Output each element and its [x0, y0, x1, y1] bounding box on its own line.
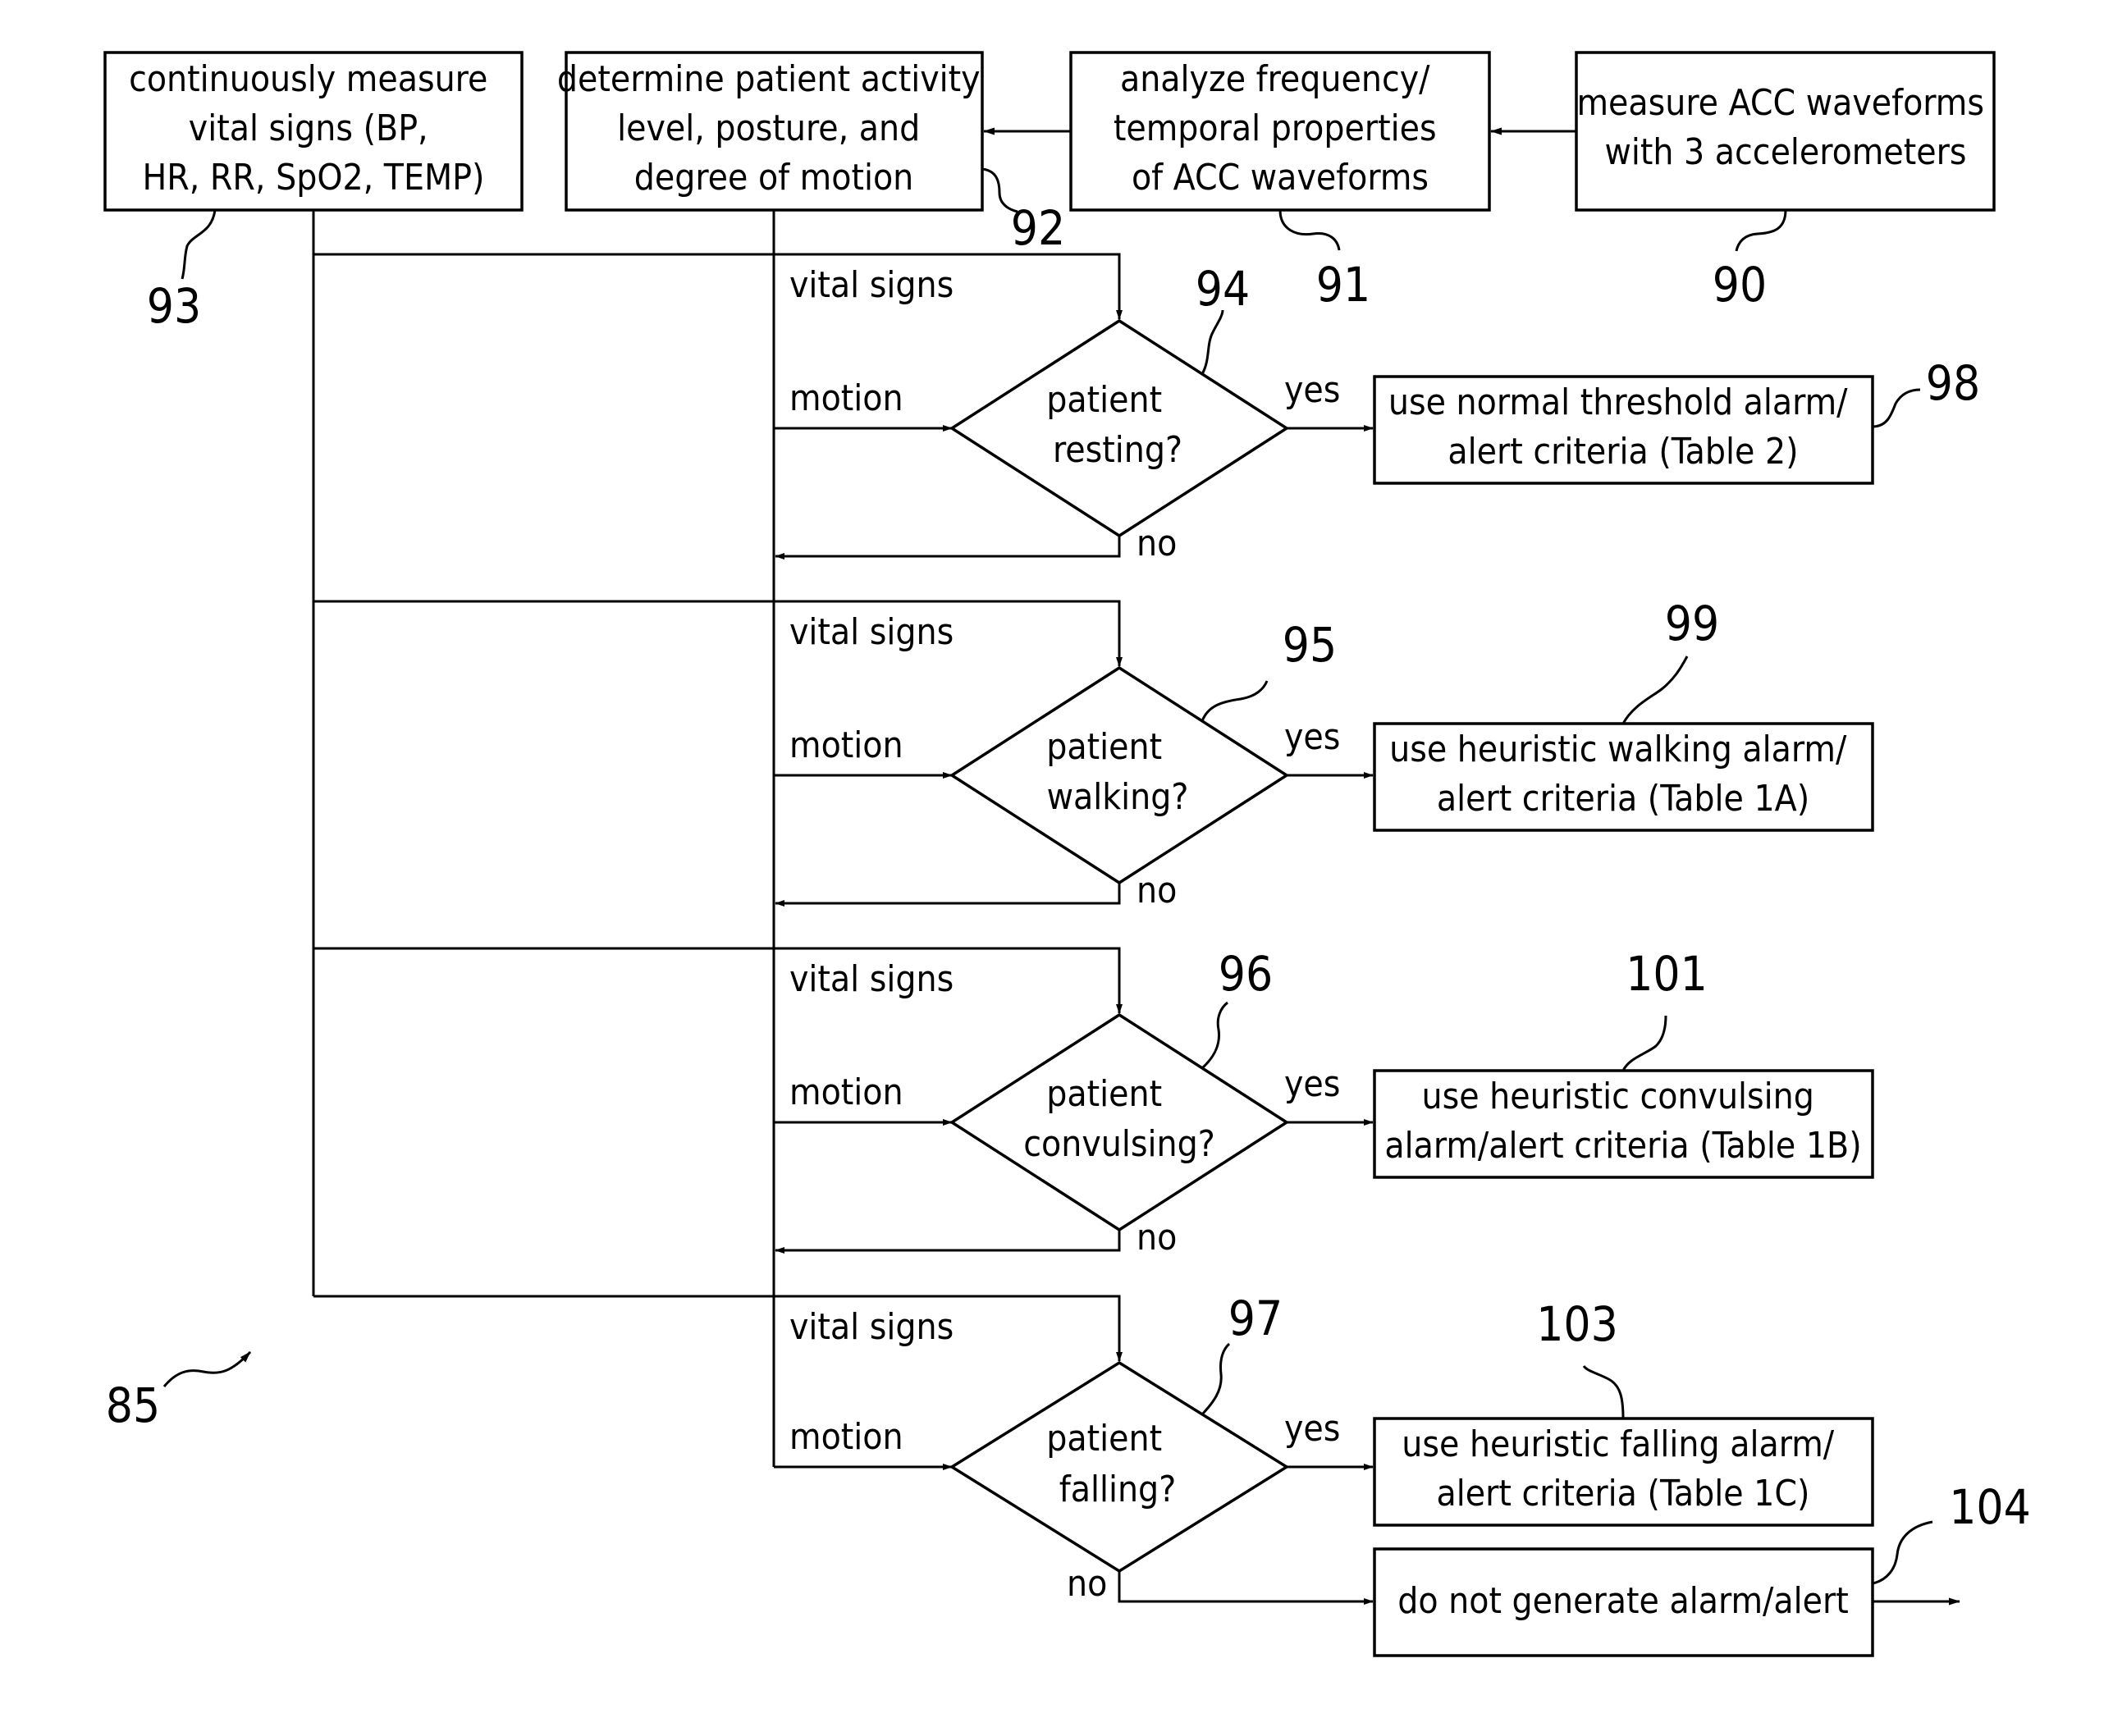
- no-return-95: [775, 883, 1119, 903]
- ref-99: 99: [1665, 596, 1719, 651]
- box-90-line-1: measure ACC waveforms: [1576, 82, 1984, 124]
- yes-label-2: yes: [1284, 716, 1340, 758]
- leader-94: [1202, 310, 1223, 374]
- ref-91: 91: [1316, 257, 1370, 313]
- ref-92: 92: [1011, 200, 1065, 256]
- vital-branch-95: [313, 601, 1119, 666]
- decision-97-line-1: patient: [1046, 1418, 1162, 1460]
- yes-label-4: yes: [1284, 1408, 1340, 1450]
- box-103-line-2: alert criteria (Table 1C): [1437, 1473, 1810, 1514]
- vital-signs-label-4: vital signs: [789, 1306, 954, 1348]
- vital-branch-97: [313, 1296, 1119, 1361]
- box-91-line-3: of ACC waveforms: [1132, 157, 1429, 199]
- no-label-4: no: [1067, 1563, 1107, 1605]
- leader-99: [1623, 656, 1687, 724]
- no-return-96: [775, 1230, 1119, 1250]
- vital-signs-label-3: vital signs: [789, 958, 954, 1000]
- decision-97-diamond: [952, 1363, 1287, 1571]
- ref-94: 94: [1196, 261, 1250, 317]
- box-92-line-1: determine patient activity: [557, 58, 981, 100]
- motion-label-3: motion: [789, 1071, 903, 1113]
- no-label-1: no: [1137, 523, 1177, 564]
- motion-label-4: motion: [789, 1416, 903, 1458]
- motion-label-2: motion: [789, 724, 903, 766]
- box-90-line-2: with 3 accelerometers: [1604, 131, 1966, 173]
- decision-96-line-2: convulsing?: [1023, 1123, 1214, 1165]
- leader-96: [1202, 1003, 1228, 1068]
- box-98-line-1: use normal threshold alarm/: [1388, 381, 1848, 423]
- decision-96-diamond: [952, 1015, 1287, 1230]
- box-101-line-1: use heuristic convulsing: [1422, 1076, 1814, 1117]
- ref-96: 96: [1219, 946, 1273, 1002]
- ref-104: 104: [1949, 1479, 2031, 1535]
- box-92-line-3: degree of motion: [634, 157, 914, 199]
- motion-label-1: motion: [789, 377, 903, 419]
- box-98-line-2: alert criteria (Table 2): [1448, 431, 1798, 473]
- decision-94-diamond: [952, 321, 1287, 536]
- box-91-line-2: temporal properties: [1114, 107, 1437, 149]
- ref-97: 97: [1228, 1291, 1283, 1346]
- ref-103: 103: [1536, 1296, 1618, 1352]
- leader-90: [1736, 210, 1786, 251]
- leader-93: [182, 210, 215, 279]
- box-93-line-2: vital signs (BP,: [189, 107, 428, 149]
- vital-signs-label-2: vital signs: [789, 611, 954, 653]
- leader-103: [1584, 1366, 1623, 1418]
- leader-104: [1873, 1522, 1932, 1583]
- leader-98: [1873, 390, 1920, 427]
- box-91-text: analyze frequency/ temporal properties o…: [1114, 58, 1447, 199]
- yes-label-3: yes: [1284, 1063, 1340, 1105]
- decision-95-line-1: patient: [1046, 726, 1162, 768]
- pointer-85: [164, 1352, 250, 1387]
- box-91-line-1: analyze frequency/: [1120, 58, 1430, 100]
- decision-96-line-1: patient: [1046, 1073, 1162, 1115]
- vital-branch-94: [313, 254, 1119, 319]
- ref-95: 95: [1283, 617, 1337, 673]
- no-return-94: [775, 536, 1119, 556]
- vital-signs-label-1: vital signs: [789, 264, 954, 306]
- no-arrow-97: [1119, 1571, 1373, 1601]
- decision-97-line-2: falling?: [1059, 1469, 1176, 1510]
- no-label-2: no: [1137, 870, 1177, 911]
- box-103-line-1: use heuristic falling alarm/: [1402, 1423, 1834, 1465]
- leader-95: [1202, 681, 1267, 721]
- leader-101: [1623, 1016, 1666, 1071]
- box-101-line-2: alarm/alert criteria (Table 1B): [1384, 1125, 1861, 1167]
- vital-branch-96: [313, 948, 1119, 1013]
- decision-94-line-1: patient: [1046, 379, 1162, 421]
- box-92-line-2: level, posture, and: [617, 107, 920, 149]
- box-104-text: do not generate alarm/alert: [1397, 1580, 1849, 1622]
- box-99-line-2: alert criteria (Table 1A): [1437, 778, 1809, 820]
- box-93-line-3: HR, RR, SpO2, TEMP): [143, 157, 485, 199]
- decision-95-line-2: walking?: [1047, 776, 1189, 818]
- ref-85: 85: [106, 1377, 160, 1433]
- no-label-3: no: [1137, 1217, 1177, 1259]
- decision-94-line-2: resting?: [1053, 429, 1182, 471]
- ref-90: 90: [1713, 257, 1767, 313]
- leader-91: [1280, 210, 1339, 250]
- box-93-line-1: continuously measure: [129, 58, 487, 100]
- yes-label-1: yes: [1284, 369, 1340, 411]
- leader-97: [1202, 1344, 1229, 1414]
- ref-98: 98: [1926, 355, 1980, 411]
- ref-93: 93: [147, 278, 201, 334]
- ref-101: 101: [1626, 946, 1708, 1002]
- box-104-line-1: do not generate alarm/alert: [1397, 1580, 1849, 1622]
- box-99-line-1: use heuristic walking alarm/: [1389, 729, 1847, 770]
